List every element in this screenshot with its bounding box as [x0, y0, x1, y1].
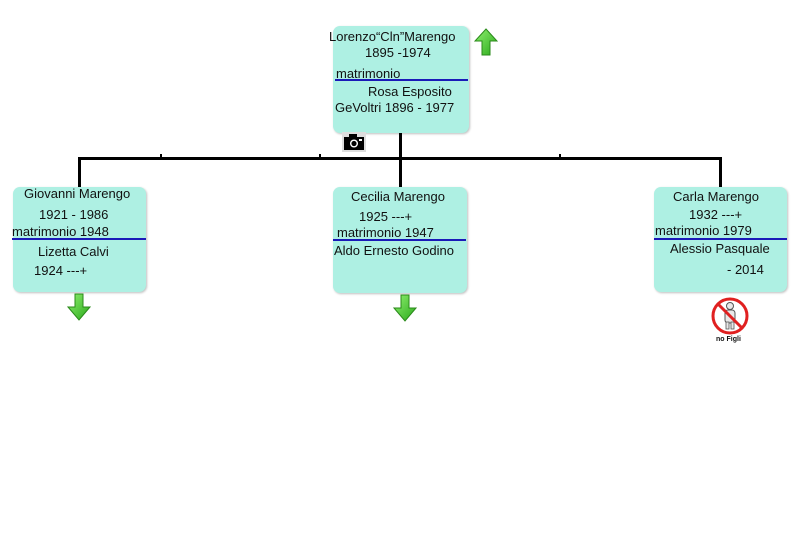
separator	[333, 239, 466, 241]
person-card-child-1[interactable]: Giovanni Marengo 1921 - 1986 matrimonio …	[12, 186, 146, 292]
connector-child-3	[719, 157, 722, 187]
no-children-label: no Figli	[716, 336, 741, 343]
person-card-root[interactable]: Lorenzo“Cln”Marengo 1895 -1974 matrimoni…	[329, 26, 469, 133]
person-card-child-3[interactable]: Carla Marengo 1932 ---+ matrimonio 1979 …	[654, 187, 787, 292]
connector-root-down	[399, 133, 402, 159]
spouse-info: GeVoltri 1896 - 1977	[335, 100, 455, 115]
person-name: Cecilia Marengo	[351, 189, 445, 204]
person-name: Lorenzo“Cln”Marengo	[329, 29, 456, 44]
person-name: Giovanni Marengo	[24, 186, 131, 201]
camera-icon[interactable]	[342, 132, 366, 152]
spouse-name: Alessio Pasquale	[670, 241, 770, 256]
connector-child-2	[399, 157, 402, 187]
arrow-up-icon[interactable]	[474, 28, 498, 56]
connector-tick	[160, 154, 162, 157]
spouse-name: Lizetta Calvi	[38, 244, 109, 259]
spouse-name: Aldo Ernesto Godino	[334, 243, 454, 258]
person-card-child-2[interactable]: Cecilia Marengo 1925 ---+ matrimonio 194…	[333, 187, 467, 293]
spouse-info: 1924 ---+	[34, 263, 88, 278]
spouse-info: - 2014	[727, 262, 764, 277]
relation-label: matrimonio 1948	[12, 224, 109, 239]
person-dates: 1932 ---+	[689, 207, 743, 222]
person-dates: 1925 ---+	[359, 209, 413, 224]
spouse-name: Rosa Esposito	[368, 84, 452, 99]
person-name: Carla Marengo	[673, 189, 759, 204]
arrow-down-icon[interactable]	[393, 294, 417, 322]
arrow-down-icon[interactable]	[67, 293, 91, 321]
connector-tick	[319, 154, 321, 157]
separator	[12, 238, 146, 240]
person-dates: 1921 - 1986	[39, 207, 109, 222]
relation-label: matrimonio	[336, 66, 401, 81]
relation-label: matrimonio 1947	[337, 225, 434, 240]
no-children-icon	[711, 297, 749, 335]
separator	[654, 238, 787, 240]
separator	[335, 79, 468, 81]
connector-tick	[559, 154, 561, 157]
person-dates: 1895 -1974	[365, 45, 431, 60]
connector-child-1	[78, 157, 81, 187]
relation-label: matrimonio 1979	[655, 223, 752, 238]
